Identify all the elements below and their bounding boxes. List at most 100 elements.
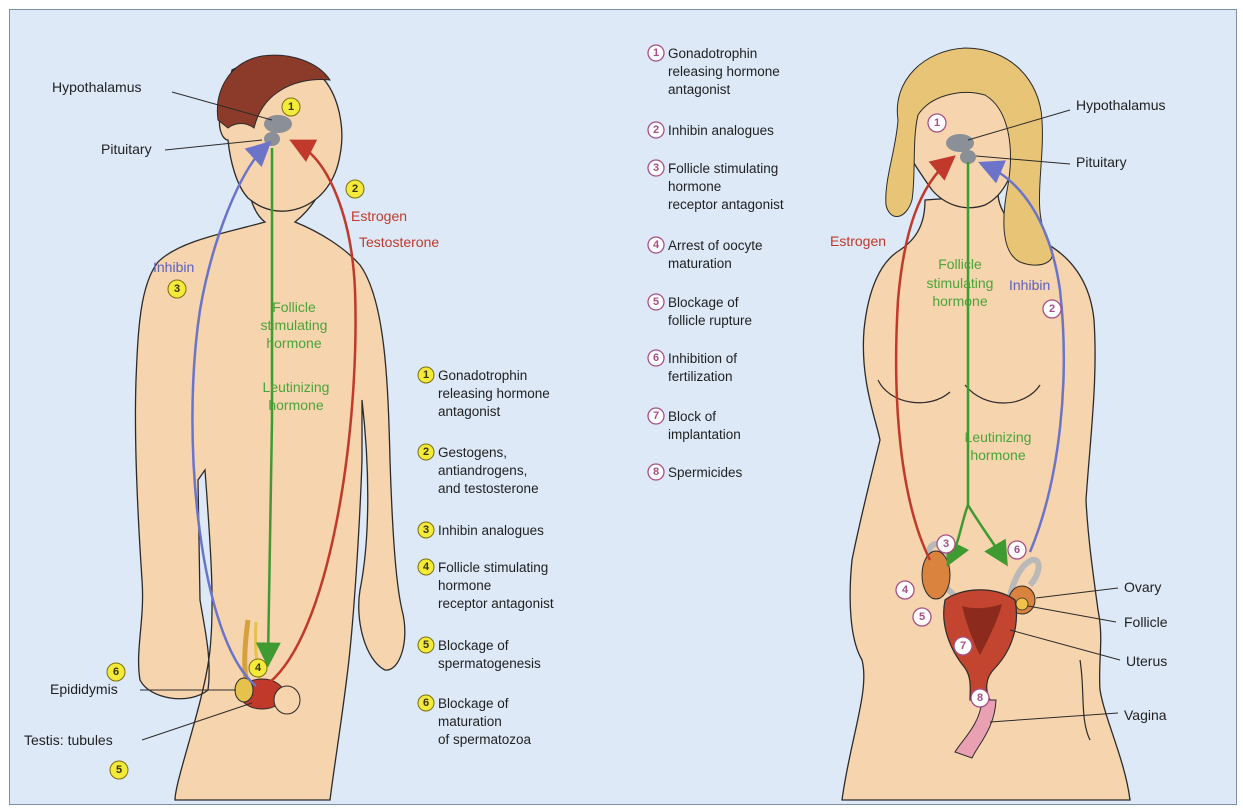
male-fsh-line-2: stimulating	[261, 317, 328, 333]
svg-text:3: 3	[943, 538, 949, 550]
svg-text:2: 2	[423, 446, 429, 458]
male-fsh-line-3: hormone	[266, 335, 321, 351]
female-legend-item-7: 7 Block of implantation	[648, 408, 741, 442]
male-legend: 1 Gonadotrophin releasing hormone antago…	[418, 367, 554, 747]
svg-text:releasing hormone: releasing hormone	[668, 64, 780, 79]
svg-text:1: 1	[423, 369, 429, 381]
svg-text:Blockage of: Blockage of	[438, 696, 509, 711]
svg-text:4: 4	[653, 239, 660, 251]
male-estrogen-label: Estrogen	[351, 208, 407, 224]
svg-text:antagonist: antagonist	[668, 82, 731, 97]
female-legend-item-8: 8 Spermicides	[648, 464, 743, 480]
male-lh-line-1: Leutinizing	[263, 379, 330, 395]
svg-text:Follicle stimulating: Follicle stimulating	[438, 560, 548, 575]
female-legend-item-2: 2 Inhibin analogues	[648, 122, 774, 138]
female-estrogen-label: Estrogen	[830, 233, 886, 249]
female-hypothalamus-label: Hypothalamus	[1076, 97, 1166, 113]
male-hypothalamus-gland	[264, 115, 292, 133]
male-fsh-line-1: Follicle	[272, 299, 316, 315]
svg-text:2: 2	[1049, 303, 1055, 315]
svg-text:Inhibin analogues: Inhibin analogues	[438, 523, 544, 538]
female-legend-item-1: 1 Gonadotrophin releasing hormone antago…	[648, 45, 780, 97]
male-badge-2: 2	[346, 180, 364, 198]
female-ovary-left	[922, 551, 950, 599]
male-legend-item-4: 4 Follicle stimulating hormone receptor …	[418, 559, 554, 611]
female-follicle-label: Follicle	[1124, 614, 1168, 630]
svg-text:spermatogenesis: spermatogenesis	[438, 656, 541, 671]
svg-text:6: 6	[423, 697, 429, 709]
female-badge-6: 6	[1008, 541, 1026, 559]
svg-text:maturation: maturation	[438, 714, 502, 729]
male-badge-6: 6	[107, 663, 125, 681]
svg-text:Follicle stimulating: Follicle stimulating	[668, 161, 778, 176]
svg-text:and testosterone: and testosterone	[438, 481, 539, 496]
svg-text:Spermicides: Spermicides	[668, 465, 743, 480]
svg-text:2: 2	[352, 183, 358, 195]
svg-text:Inhibin analogues: Inhibin analogues	[668, 123, 774, 138]
svg-text:4: 4	[423, 561, 430, 573]
male-testis-label: Testis: tubules	[24, 732, 113, 748]
male-legend-item-3: 3 Inhibin analogues	[418, 522, 544, 538]
svg-text:Gonadotrophin: Gonadotrophin	[668, 46, 757, 61]
female-legend: 1 Gonadotrophin releasing hormone antago…	[648, 45, 784, 480]
male-lh-line-2: hormone	[268, 397, 323, 413]
svg-text:maturation: maturation	[668, 256, 732, 271]
female-legend-item-6: 6 Inhibition of fertilization	[648, 350, 737, 384]
female-badge-2: 2	[1043, 300, 1061, 318]
svg-text:antiandrogens,: antiandrogens,	[438, 463, 527, 478]
svg-text:1: 1	[934, 117, 940, 129]
male-hypothalamus-label: Hypothalamus	[52, 79, 142, 95]
svg-text:1: 1	[653, 47, 659, 59]
female-lh-line-2: hormone	[970, 447, 1025, 463]
female-pituitary-label: Pituitary	[1076, 154, 1127, 170]
female-lh-line-1: Leutinizing	[965, 429, 1032, 445]
male-inhibin-label: Inhibin	[153, 259, 194, 275]
svg-text:receptor antagonist: receptor antagonist	[668, 197, 784, 212]
female-badge-5: 5	[913, 608, 931, 626]
female-inhibin-label: Inhibin	[1009, 277, 1050, 293]
svg-text:Gonadotrophin: Gonadotrophin	[438, 368, 527, 383]
svg-text:Inhibition of: Inhibition of	[668, 351, 737, 366]
svg-text:4: 4	[255, 662, 262, 674]
svg-text:5: 5	[653, 296, 659, 308]
female-hypothalamus-gland	[946, 134, 974, 152]
female-pituitary-gland	[960, 150, 976, 164]
male-badge-4: 4	[249, 659, 267, 677]
svg-text:3: 3	[653, 162, 659, 174]
male-badge-3: 3	[168, 280, 186, 298]
female-fsh-line-2: stimulating	[927, 275, 994, 291]
female-vagina-label: Vagina	[1124, 707, 1167, 723]
svg-text:Gestogens,: Gestogens,	[438, 445, 507, 460]
male-pituitary-label: Pituitary	[101, 141, 152, 157]
female-ovary-label: Ovary	[1124, 579, 1161, 595]
female-badge-7: 7	[954, 637, 972, 655]
svg-text:Arrest of oocyte: Arrest of oocyte	[668, 238, 763, 253]
svg-text:implantation: implantation	[668, 427, 741, 442]
svg-text:3: 3	[423, 524, 429, 536]
svg-text:5: 5	[116, 764, 122, 776]
male-epididymis-label: Epididymis	[50, 681, 118, 697]
svg-text:Blockage of: Blockage of	[668, 295, 739, 310]
female-fsh-line-3: hormone	[932, 293, 987, 309]
male-figure	[135, 55, 404, 800]
svg-text:8: 8	[653, 466, 659, 478]
svg-text:6: 6	[1014, 544, 1020, 556]
female-legend-item-3: 3 Follicle stimulating hormone receptor …	[648, 160, 784, 212]
svg-text:Blockage of: Blockage of	[438, 638, 509, 653]
svg-text:of spermatozoa: of spermatozoa	[438, 732, 532, 747]
female-uterus-label: Uterus	[1126, 653, 1167, 669]
svg-text:releasing hormone: releasing hormone	[438, 386, 550, 401]
svg-text:antagonist: antagonist	[438, 404, 501, 419]
svg-text:Block of: Block of	[668, 409, 716, 424]
svg-text:7: 7	[653, 410, 659, 422]
male-legend-item-2: 2 Gestogens, antiandrogens, and testoste…	[418, 444, 539, 496]
male-testosterone-label: Testosterone	[359, 234, 439, 250]
male-pituitary-gland	[264, 132, 280, 146]
svg-text:5: 5	[423, 639, 429, 651]
male-legend-item-5: 5 Blockage of spermatogenesis	[418, 637, 541, 671]
svg-text:1: 1	[288, 101, 294, 113]
male-scrotum-outline	[274, 686, 300, 714]
svg-text:hormone: hormone	[668, 179, 721, 194]
svg-text:fertilization: fertilization	[668, 369, 733, 384]
